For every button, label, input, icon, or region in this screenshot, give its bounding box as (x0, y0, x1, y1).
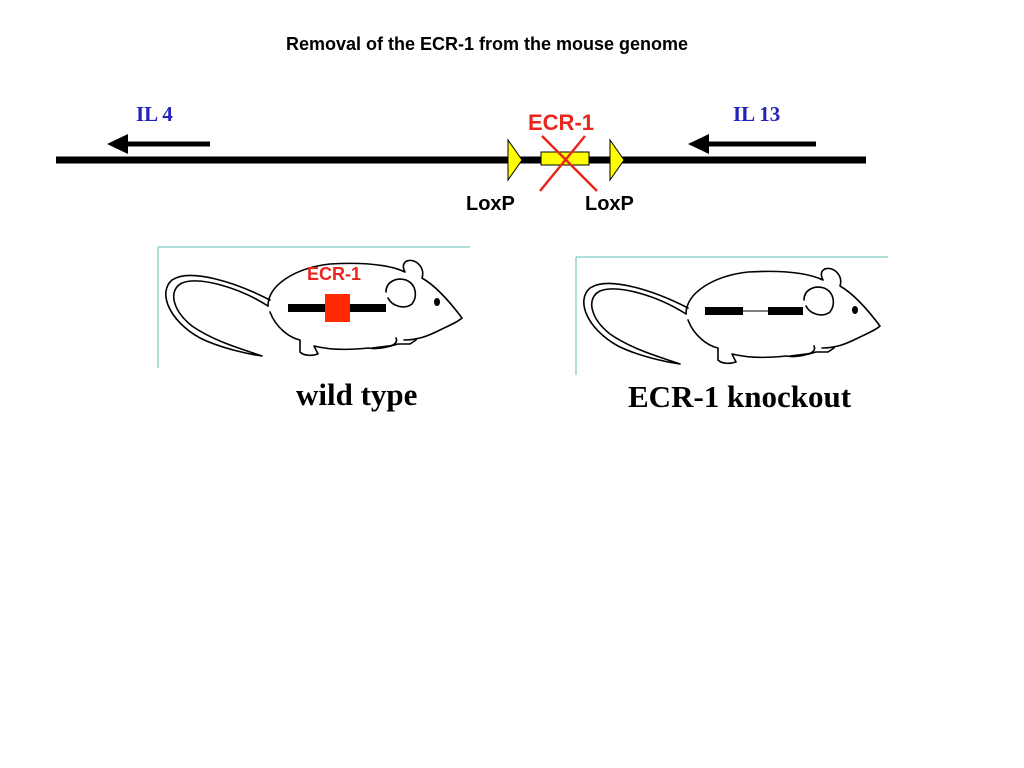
wild-type-ecr1-label: ECR-1 (307, 264, 362, 284)
il4-label: IL 4 (136, 102, 173, 126)
wild-type-mouse-eye (434, 298, 440, 306)
knockout-mouse-eye (852, 306, 858, 314)
deletion-x-mark (539, 135, 598, 192)
il13-arrow (688, 134, 816, 154)
ecr1-genome-label: ECR-1 (528, 110, 595, 135)
wild-type-ecr1-box (325, 294, 350, 322)
knockout-mouse (583, 267, 881, 365)
wild-type-caption: wild type (296, 377, 418, 412)
il13-label: IL 13 (733, 102, 781, 126)
loxp-right-triangle (609, 138, 625, 182)
il4-arrow (107, 134, 210, 154)
knockout-gene-bar-left (705, 307, 743, 315)
loxp-left-triangle (507, 138, 523, 182)
knockout-gene-bar-right (768, 307, 803, 315)
slide-title: Removal of the ECR-1 from the mouse geno… (285, 34, 689, 54)
loxp-left-label: LoxP (466, 193, 515, 215)
wild-type-mouse (165, 259, 463, 357)
knockout-caption: ECR-1 knockout (628, 379, 852, 414)
loxp-right-label: LoxP (585, 193, 634, 215)
